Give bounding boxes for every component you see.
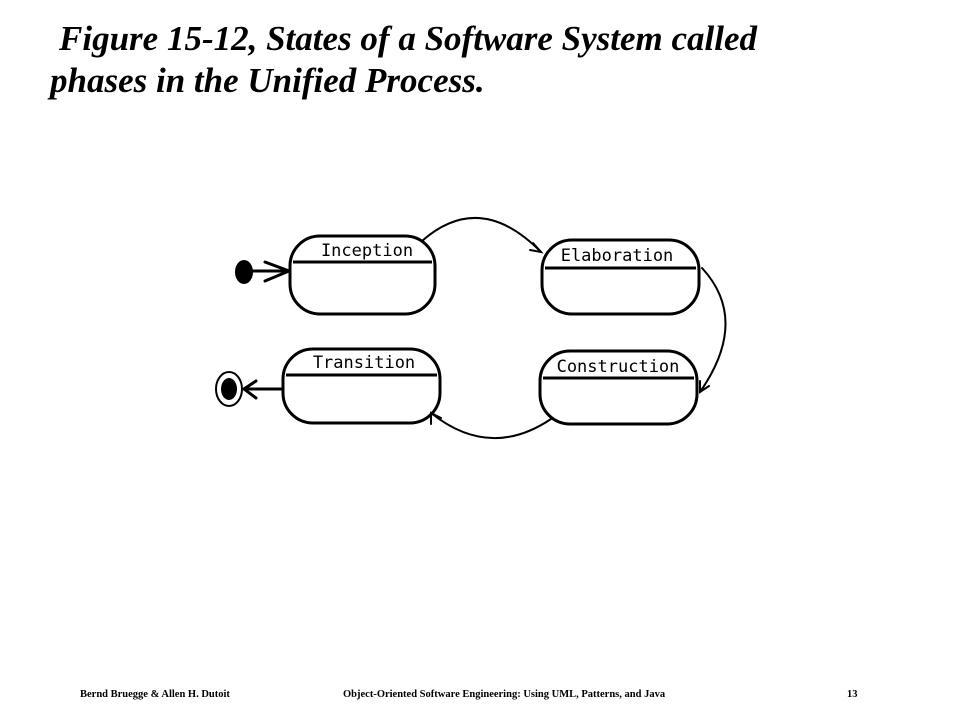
footer-page-number: 13 <box>847 689 858 700</box>
slide-title-line-1: Figure 15-12, States of a Software Syste… <box>59 19 758 58</box>
slide-title: Figure 15-12, States of a Software Syste… <box>50 18 930 102</box>
state-elaboration[interactable]: Elaboration <box>540 238 701 316</box>
transition-arrow-construction-transition <box>430 411 552 439</box>
initial-state <box>235 260 253 284</box>
transition-arrow-elaboration-construction <box>699 267 727 394</box>
state-construction[interactable]: Construction <box>538 349 699 426</box>
state-transition-label: Transition <box>313 353 415 373</box>
transition-arrow-inception-elaboration <box>421 216 544 254</box>
slide-title-line-2: phases in the Unified Process. <box>50 61 485 100</box>
state-elaboration-label: Elaboration <box>561 246 674 266</box>
final-transition-arrow <box>241 379 285 400</box>
state-construction-label: Construction <box>557 357 680 377</box>
state-inception-label: Inception <box>321 241 413 261</box>
final-state <box>215 371 243 407</box>
state-transition[interactable]: Transition <box>281 347 442 425</box>
footer-authors: Bernd Bruegge & Allen H. Dutoit <box>80 689 230 700</box>
state-inception[interactable]: Inception <box>288 234 437 316</box>
initial-transition-arrow <box>251 260 294 283</box>
footer-book-title: Object-Oriented Software Engineering: Us… <box>343 689 666 700</box>
